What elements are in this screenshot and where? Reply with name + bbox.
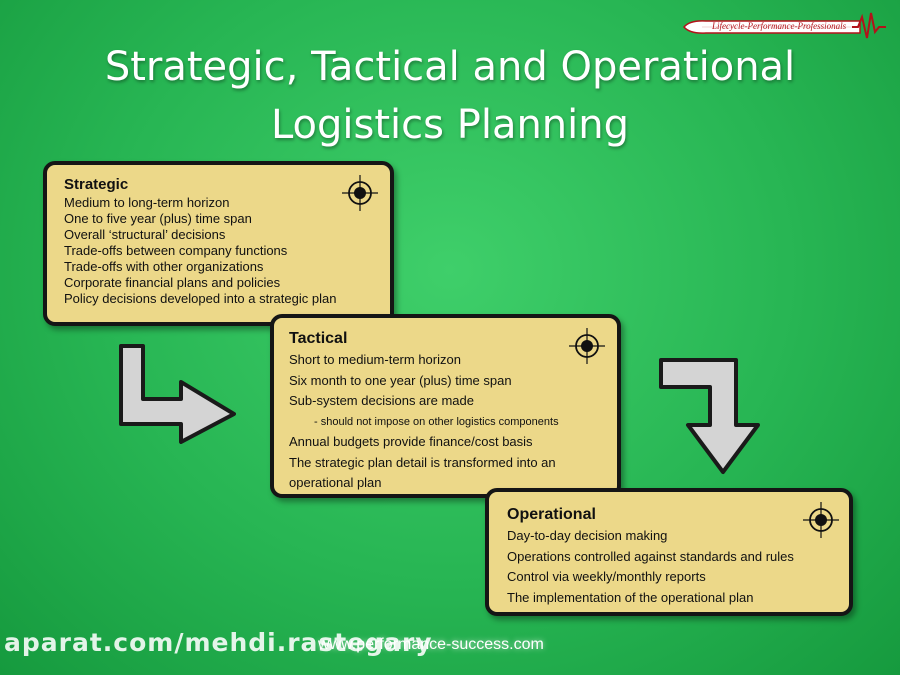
tactical-line: operational plan xyxy=(289,475,382,490)
bent-arrow-right-icon xyxy=(119,344,236,444)
strategic-card: Strategic Medium to long-term horizon On… xyxy=(43,161,394,326)
crosshair-target-icon xyxy=(342,175,378,211)
tactical-heading: Tactical xyxy=(289,330,348,347)
operational-card: Operational Day-to-day decision making O… xyxy=(485,488,853,616)
operational-line: The implementation of the operational pl… xyxy=(507,589,754,605)
footer-website: www.performance-success.com xyxy=(318,636,544,653)
crosshair-target-icon xyxy=(803,502,839,538)
operational-line: Operations controlled against standards … xyxy=(507,548,794,564)
watermark-text: aparat.com/mehdi.rastegary xyxy=(4,628,433,657)
strategic-line: Corporate financial plans and policies xyxy=(64,275,281,290)
strategic-line: Policy decisions developed into a strate… xyxy=(64,291,337,306)
strategic-line: Overall ‘structural’ decisions xyxy=(64,227,226,242)
operational-heading: Operational xyxy=(507,506,596,523)
tactical-line: The strategic plan detail is transformed… xyxy=(289,454,556,470)
tactical-line: Sub-system decisions are made xyxy=(289,393,474,408)
crosshair-target-icon xyxy=(569,328,605,364)
slide-title-line-2: Logistics Planning xyxy=(270,102,630,148)
logo-text: Lifecycle-Performance-Professionals xyxy=(712,21,847,31)
bent-arrow-down-icon xyxy=(659,358,760,474)
logo-graphic xyxy=(683,12,886,39)
strategic-line: Trade-offs between company functions xyxy=(64,243,288,258)
company-logo: Lifecycle-Performance-Professionals xyxy=(682,12,888,42)
strategic-line: One to five year (plus) time span xyxy=(64,211,252,226)
strategic-line: Medium to long-term horizon xyxy=(64,195,230,210)
tactical-line: Six month to one year (plus) time span xyxy=(289,372,512,388)
tactical-line: Annual budgets provide finance/cost basi… xyxy=(289,434,533,449)
strategic-heading: Strategic xyxy=(64,176,129,193)
slide-title: Strategic, Tactical and Operational Logi… xyxy=(0,38,900,154)
tactical-line: Short to medium-term horizon xyxy=(289,352,461,367)
operational-line: Control via weekly/monthly reports xyxy=(507,569,706,584)
operational-line: Day-to-day decision making xyxy=(507,528,668,543)
strategic-line: Trade-offs with other organizations xyxy=(64,259,264,274)
tactical-subnote: - should not impose on other logistics c… xyxy=(314,415,559,428)
slide-title-line-1: Strategic, Tactical and Operational xyxy=(104,44,796,90)
tactical-card: Tactical Short to medium-term horizon Si… xyxy=(270,314,621,498)
